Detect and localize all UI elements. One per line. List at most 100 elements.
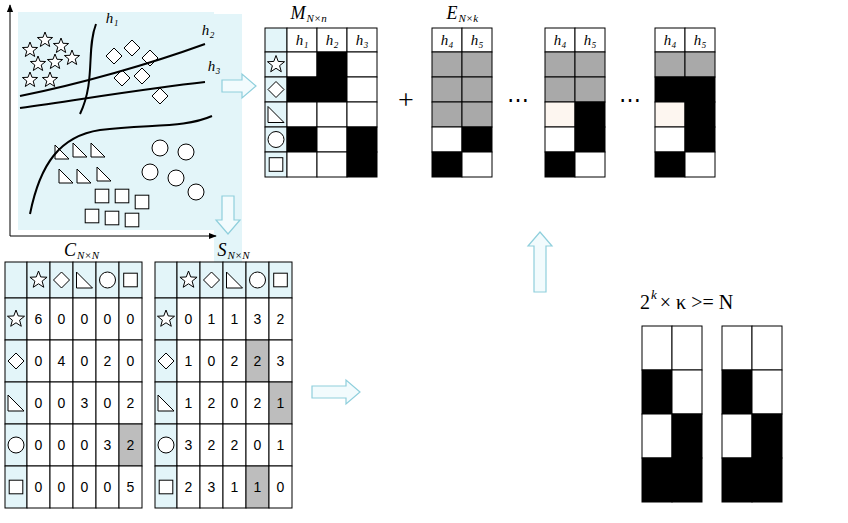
matrix-cell (462, 28, 492, 52)
matrix-cell (287, 28, 317, 52)
flow-band (214, 14, 242, 262)
matrix-value: 3 (277, 354, 285, 368)
matrix-cell (73, 382, 96, 424)
matrix-value: 0 (231, 396, 239, 410)
matrix-cell (545, 102, 575, 127)
star-symbol (64, 50, 79, 64)
matrix-cell (545, 152, 575, 177)
matrix-cell (177, 382, 200, 424)
matrix-value: 2 (208, 438, 216, 452)
tri-symbol (73, 143, 87, 157)
matrix-cell (5, 382, 27, 424)
column-header: h₄ (554, 33, 567, 48)
matrix-value: 0 (104, 480, 112, 494)
feature-space (18, 12, 214, 230)
circle-symbol (158, 437, 174, 453)
star-symbol (47, 54, 62, 68)
matrix-cell (200, 466, 223, 508)
matrix-value: 2 (208, 396, 216, 410)
matrix-cell (545, 77, 575, 102)
star-symbol (30, 56, 45, 70)
matrix-cell (672, 370, 702, 414)
matrix-cell (685, 102, 715, 127)
matrix-value: 1 (254, 480, 262, 494)
matrix-cell (317, 52, 347, 77)
matrix-cell (27, 424, 50, 466)
matrix-cell (642, 370, 672, 414)
matrix-cell (655, 152, 685, 177)
column-header: h₂ (326, 33, 339, 48)
circle-symbol (152, 140, 168, 156)
matrix-cell (27, 262, 50, 298)
matrix-cell (265, 152, 287, 177)
matrix-cell (155, 466, 177, 508)
matrix-cell (317, 102, 347, 127)
matrix-cell (642, 458, 672, 502)
matrix-cell (432, 102, 462, 127)
matrix-cell (96, 298, 119, 340)
column-header: h₅ (584, 33, 597, 48)
circle-symbol (250, 272, 266, 288)
diamond-symbol (8, 353, 24, 369)
circle-symbol (100, 272, 116, 288)
column-header: h₃ (356, 33, 369, 48)
matrix-cell (246, 466, 269, 508)
matrix-value: 3 (81, 396, 89, 410)
matrix-cell (50, 340, 73, 382)
matrix-value: 3 (104, 438, 112, 452)
matrix-value: 0 (104, 312, 112, 326)
matrix-cell (347, 52, 377, 77)
matrix-cell (655, 127, 685, 152)
matrix-cell (575, 77, 605, 102)
matrix-cell (223, 262, 246, 298)
matrix-cell (269, 340, 292, 382)
matrix-value: 6 (35, 312, 43, 326)
tri-symbol (227, 272, 243, 288)
matrix-value: 2 (231, 354, 239, 368)
matrix-cell (50, 262, 73, 298)
matrix-cell (722, 370, 752, 414)
matrix-cell (575, 127, 605, 152)
matrix-cell (462, 77, 492, 102)
matrix-cell (672, 458, 702, 502)
matrix-cell (119, 382, 142, 424)
axis-line (10, 236, 216, 237)
matrix-cell (722, 414, 752, 458)
matrix-cell (432, 28, 462, 52)
matrix-value: 0 (58, 396, 66, 410)
hyperplane-curve (20, 44, 205, 96)
matrix-e (655, 28, 715, 177)
matrix-cell (752, 414, 782, 458)
matrix-value: 0 (58, 480, 66, 494)
matrix-cell (317, 28, 347, 52)
matrix-cell (575, 102, 605, 127)
plus-sign: + (398, 86, 414, 114)
matrix-cell (155, 262, 177, 298)
matrix-value: 2 (277, 312, 285, 326)
matrix-cell (200, 424, 223, 466)
square-symbol (135, 195, 149, 209)
matrix-value: 0 (208, 354, 216, 368)
tri-symbol (59, 169, 73, 183)
matrix-cell (5, 340, 27, 382)
matrix-cell (432, 152, 462, 177)
matrix-cell (752, 458, 782, 502)
diamond-symbol (268, 82, 284, 98)
matrix-cell (672, 326, 702, 370)
matrix-cell (73, 262, 96, 298)
matrix-cell (347, 77, 377, 102)
matrix-cell (50, 424, 73, 466)
matrix-value: 0 (58, 438, 66, 452)
matrix-value: 2 (104, 354, 112, 368)
matrix-cell (752, 326, 782, 370)
star-symbol (267, 56, 284, 72)
matrix-cell (246, 298, 269, 340)
diamond-symbol (124, 40, 140, 56)
square-symbol (9, 480, 23, 494)
star-symbol (157, 310, 174, 326)
matrix-cell (317, 77, 347, 102)
matrix-cell (119, 466, 142, 508)
matrix-value: 0 (254, 438, 262, 452)
code-matrix (642, 326, 702, 502)
ellipsis: ⋯ (507, 89, 529, 111)
